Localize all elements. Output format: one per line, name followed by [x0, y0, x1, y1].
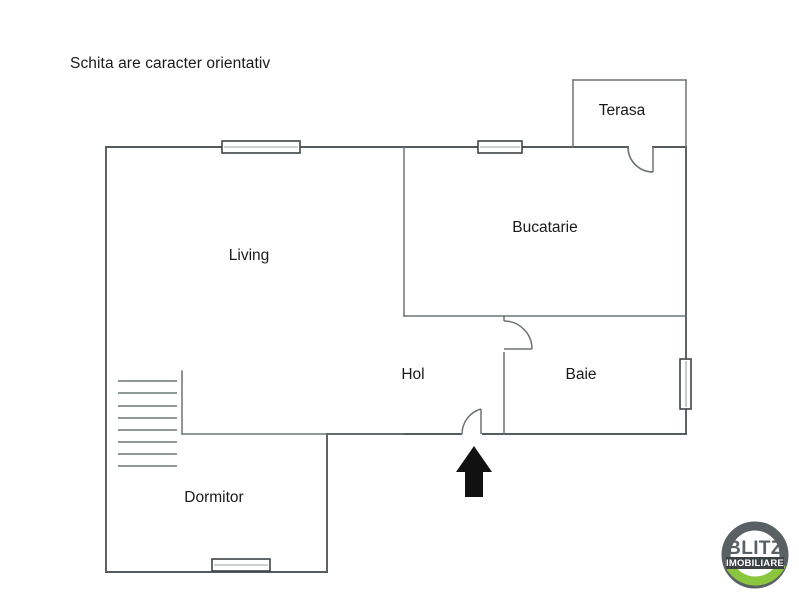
door-entrance — [461, 408, 482, 436]
logo-subtitle-text: IMOBILIARE — [726, 558, 784, 569]
entrance-arrow — [456, 446, 492, 497]
room-label-living: Living — [229, 247, 270, 264]
window-dormitor-bottom — [211, 558, 271, 572]
blitz-imobiliare-logo: BLITZ IMOBILIARE — [721, 521, 789, 589]
stairs-living — [118, 380, 177, 467]
page-title: Schita are caracter orientativ — [70, 55, 271, 72]
window-baie-right — [679, 358, 692, 410]
door-baie — [502, 320, 533, 352]
door-terasa — [627, 145, 654, 173]
doors-group — [461, 145, 654, 436]
logo-banner — [726, 557, 784, 569]
window-bucatarie-top — [477, 140, 523, 154]
room-label-hol: Hol — [401, 366, 424, 383]
walls-group — [105, 79, 687, 573]
room-label-terasa: Terasa — [599, 102, 646, 119]
logo-brand-text: BLITZ — [727, 538, 783, 559]
room-labels-group: Living Bucatarie Terasa Hol Baie Dormito… — [184, 102, 645, 506]
room-label-bucatarie: Bucatarie — [512, 219, 577, 236]
window-living-top — [221, 140, 301, 154]
room-label-baie: Baie — [565, 366, 596, 383]
logo-ring-accent — [726, 562, 786, 586]
windows-group — [211, 140, 692, 572]
room-label-dormitor: Dormitor — [184, 489, 243, 506]
